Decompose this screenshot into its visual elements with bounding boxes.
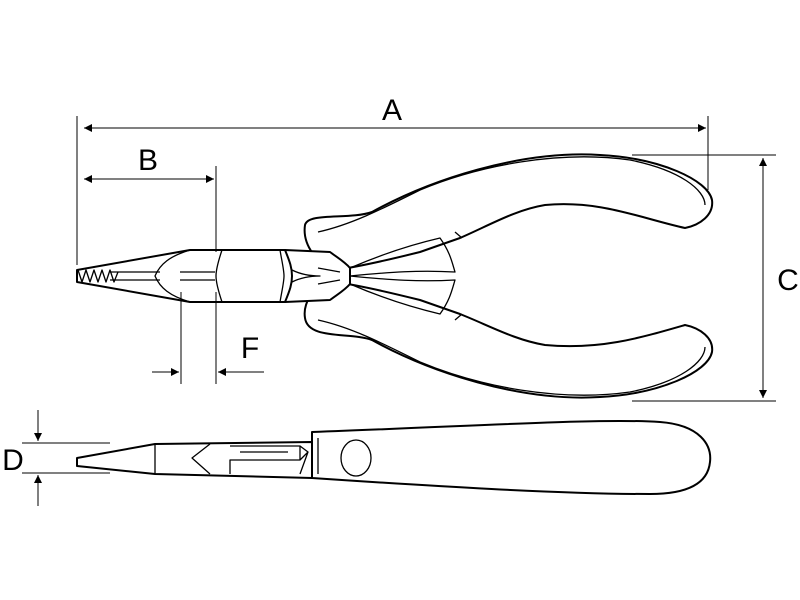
pliers-top-view xyxy=(76,153,714,399)
side-handle xyxy=(311,419,712,495)
pliers-side-view xyxy=(76,419,712,495)
lower-handle xyxy=(303,281,714,399)
label-c: C xyxy=(777,264,799,297)
dimension-b: B xyxy=(84,144,217,252)
label-f: F xyxy=(241,332,259,365)
dimension-c: C xyxy=(632,154,799,402)
jaw-serrations xyxy=(77,269,119,283)
dimension-a: A xyxy=(76,94,709,265)
label-d: D xyxy=(2,444,24,477)
dimension-f: F xyxy=(152,292,264,384)
dimension-d: D xyxy=(2,410,110,506)
handle-oval-hole xyxy=(340,439,372,477)
upper-handle xyxy=(303,153,714,271)
label-a: A xyxy=(382,94,402,127)
jaw-head xyxy=(76,249,293,303)
label-b: B xyxy=(138,144,158,177)
